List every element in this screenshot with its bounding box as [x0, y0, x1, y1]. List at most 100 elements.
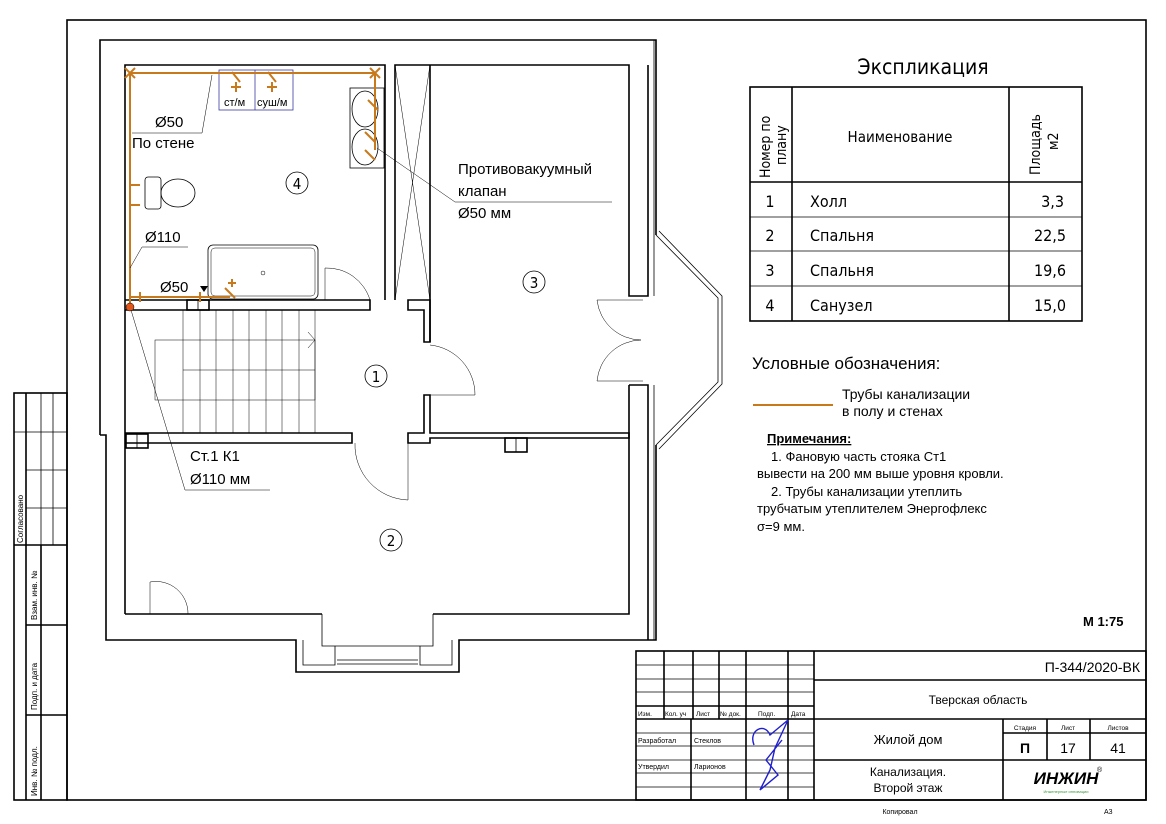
svg-text:Изм.: Изм. — [638, 711, 652, 718]
laundry-appliances: ст/м суш/м — [218, 69, 294, 111]
svg-text:плану: плану — [774, 125, 790, 165]
svg-text:3: 3 — [530, 274, 539, 292]
svg-text:1: 1 — [765, 192, 774, 211]
svg-text:3: 3 — [765, 261, 774, 280]
svg-text:3,3: 3,3 — [1041, 192, 1064, 211]
svg-text:Подп.: Подп. — [758, 711, 775, 718]
d50-wall-label: Ø50 — [155, 114, 183, 131]
dryer-label: суш/м — [257, 97, 287, 109]
riser-marker — [125, 302, 135, 312]
svg-text:15,0: 15,0 — [1034, 296, 1066, 315]
room-number-3: 3 — [522, 270, 546, 294]
replace-inv-label: Взам. инв. № — [30, 570, 39, 620]
sewer-pipes — [124, 67, 381, 312]
svg-text:Стеклов: Стеклов — [694, 738, 721, 745]
along-wall-label: По стене — [132, 135, 194, 152]
svg-text:Ларионов: Ларионов — [694, 764, 726, 771]
svg-text:Дата: Дата — [791, 711, 806, 718]
svg-text:Разработал: Разработал — [638, 737, 676, 745]
svg-text:Кол. уч: Кол. уч — [665, 711, 686, 718]
scale-label: М 1:75 — [1083, 614, 1123, 629]
svg-text:σ=9 мм.: σ=9 мм. — [757, 519, 805, 534]
svg-text:м2: м2 — [1046, 132, 1062, 150]
table-row: 2 Спальня 22,5 — [765, 226, 1066, 245]
signature — [752, 719, 789, 791]
svg-text:2: 2 — [387, 532, 396, 550]
side-stamp: Согласовано Взам. инв. № Подп. и дата Ин… — [13, 392, 68, 801]
room-number-2: 2 — [379, 528, 403, 552]
valve-label-1: Противовакуумный — [458, 161, 592, 178]
company-logo: ИНЖИН Инженерные инновации ® — [1034, 766, 1103, 794]
sinks — [349, 87, 385, 169]
svg-text:А3: А3 — [1104, 809, 1113, 816]
valve-label-3: Ø50 мм — [458, 205, 511, 222]
svg-text:в полу и стенах: в полу и стенах — [842, 403, 943, 419]
sheet-frame — [66, 19, 1147, 801]
svg-text:4: 4 — [765, 296, 774, 315]
notes-title: Примечания: — [767, 431, 851, 446]
stage-value: П — [1020, 740, 1030, 756]
svg-text:2. Трубы канализации утепли: 2. Трубы канализации утеплить — [771, 484, 962, 499]
svg-text:Копировал: Копировал — [882, 809, 917, 816]
svg-text:22,5: 22,5 — [1034, 226, 1066, 245]
vent-duct — [186, 299, 210, 311]
svg-text:1: 1 — [372, 368, 381, 386]
svg-text:Номер по: Номер по — [758, 115, 774, 178]
svg-text:Второй этаж: Второй этаж — [874, 781, 943, 795]
title-block: Изм. Кол. уч Лист № док. Подп. Дата Разр… — [635, 650, 1147, 816]
riser-label-2: Ø110 мм — [190, 471, 250, 488]
svg-text:®: ® — [1097, 766, 1103, 774]
svg-text:Спальня: Спальня — [810, 261, 874, 280]
svg-text:Лист: Лист — [696, 711, 710, 718]
svg-text:Инженерные инновации: Инженерные инновации — [1043, 789, 1088, 794]
svg-text:ИНЖИН: ИНЖИН — [1034, 769, 1099, 788]
vent-duct — [125, 433, 149, 449]
toilet — [144, 176, 196, 210]
svg-text:4: 4 — [293, 175, 302, 193]
table-row: 1 Холл 3,3 — [765, 192, 1064, 211]
vent-duct — [504, 437, 528, 453]
table-row: 4 Санузел 15,0 — [765, 296, 1066, 315]
svg-text:Канализация.: Канализация. — [870, 765, 946, 779]
svg-text:1. Фановую часть стояка Ст1: 1. Фановую часть стояка Ст1 — [771, 449, 946, 464]
svg-text:трубчатым утеплителем Энергофл: трубчатым утеплителем Энергофлекс — [757, 501, 987, 516]
sheets-value: 41 — [1110, 740, 1126, 756]
washer-label: ст/м — [224, 97, 245, 109]
explication-title: Экспликация — [857, 55, 988, 79]
svg-text:Площадь: Площадь — [1028, 114, 1044, 175]
pipe-annotations: Ø50 По стене Ø110 Ø50 Противовакуумный к… — [129, 74, 612, 491]
svg-text:Стадия: Стадия — [1014, 725, 1037, 732]
sheet-value: 17 — [1060, 740, 1076, 756]
table-row: 3 Спальня 19,6 — [765, 261, 1066, 280]
svg-text:Трубы канализации: Трубы канализации — [842, 386, 970, 402]
floor-plan: ст/м суш/м 4 3 1 2 Ø50 По стене Ø110 Ø50… — [99, 39, 723, 673]
inv-orig-label: Инв. № подл. — [30, 746, 39, 796]
riser-label-1: Ст.1 К1 — [190, 448, 240, 465]
notes: Примечания: 1. Фановую часть стояка Ст1 … — [757, 431, 1004, 534]
agreed-label: Согласовано — [16, 494, 25, 543]
svg-text:Санузел: Санузел — [810, 296, 873, 315]
svg-text:Холл: Холл — [810, 192, 847, 211]
region: Тверская область — [929, 693, 1028, 707]
svg-text:Лист: Лист — [1061, 725, 1075, 732]
svg-text:19,6: 19,6 — [1034, 261, 1066, 280]
staircase — [154, 310, 316, 433]
legend-title: Условные обозначения: — [752, 354, 940, 373]
d50-floor-label: Ø50 — [160, 279, 188, 296]
d110-label: Ø110 — [145, 229, 181, 246]
svg-text:2: 2 — [765, 226, 774, 245]
sign-date-label: Подп. и дата — [30, 662, 39, 710]
svg-text:Утвердил: Утвердил — [638, 764, 669, 771]
svg-text:Спальня: Спальня — [810, 226, 874, 245]
legend: Условные обозначения: Трубы канализации … — [752, 354, 970, 419]
object-name: Жилой дом — [874, 732, 943, 747]
project-code: П-344/2020-ВК — [1045, 659, 1141, 675]
svg-text:Листов: Листов — [1107, 725, 1129, 732]
room-number-1: 1 — [364, 364, 388, 388]
explication-table: Экспликация Номер по плану Наименование … — [749, 55, 1083, 322]
svg-text:вывести на 200 мм выше уровня: вывести на 200 мм выше уровня кровли. — [757, 466, 1004, 481]
valve-label-2: клапан — [458, 183, 507, 200]
svg-text:№ док.: № док. — [720, 711, 741, 718]
room-number-4: 4 — [285, 171, 309, 195]
